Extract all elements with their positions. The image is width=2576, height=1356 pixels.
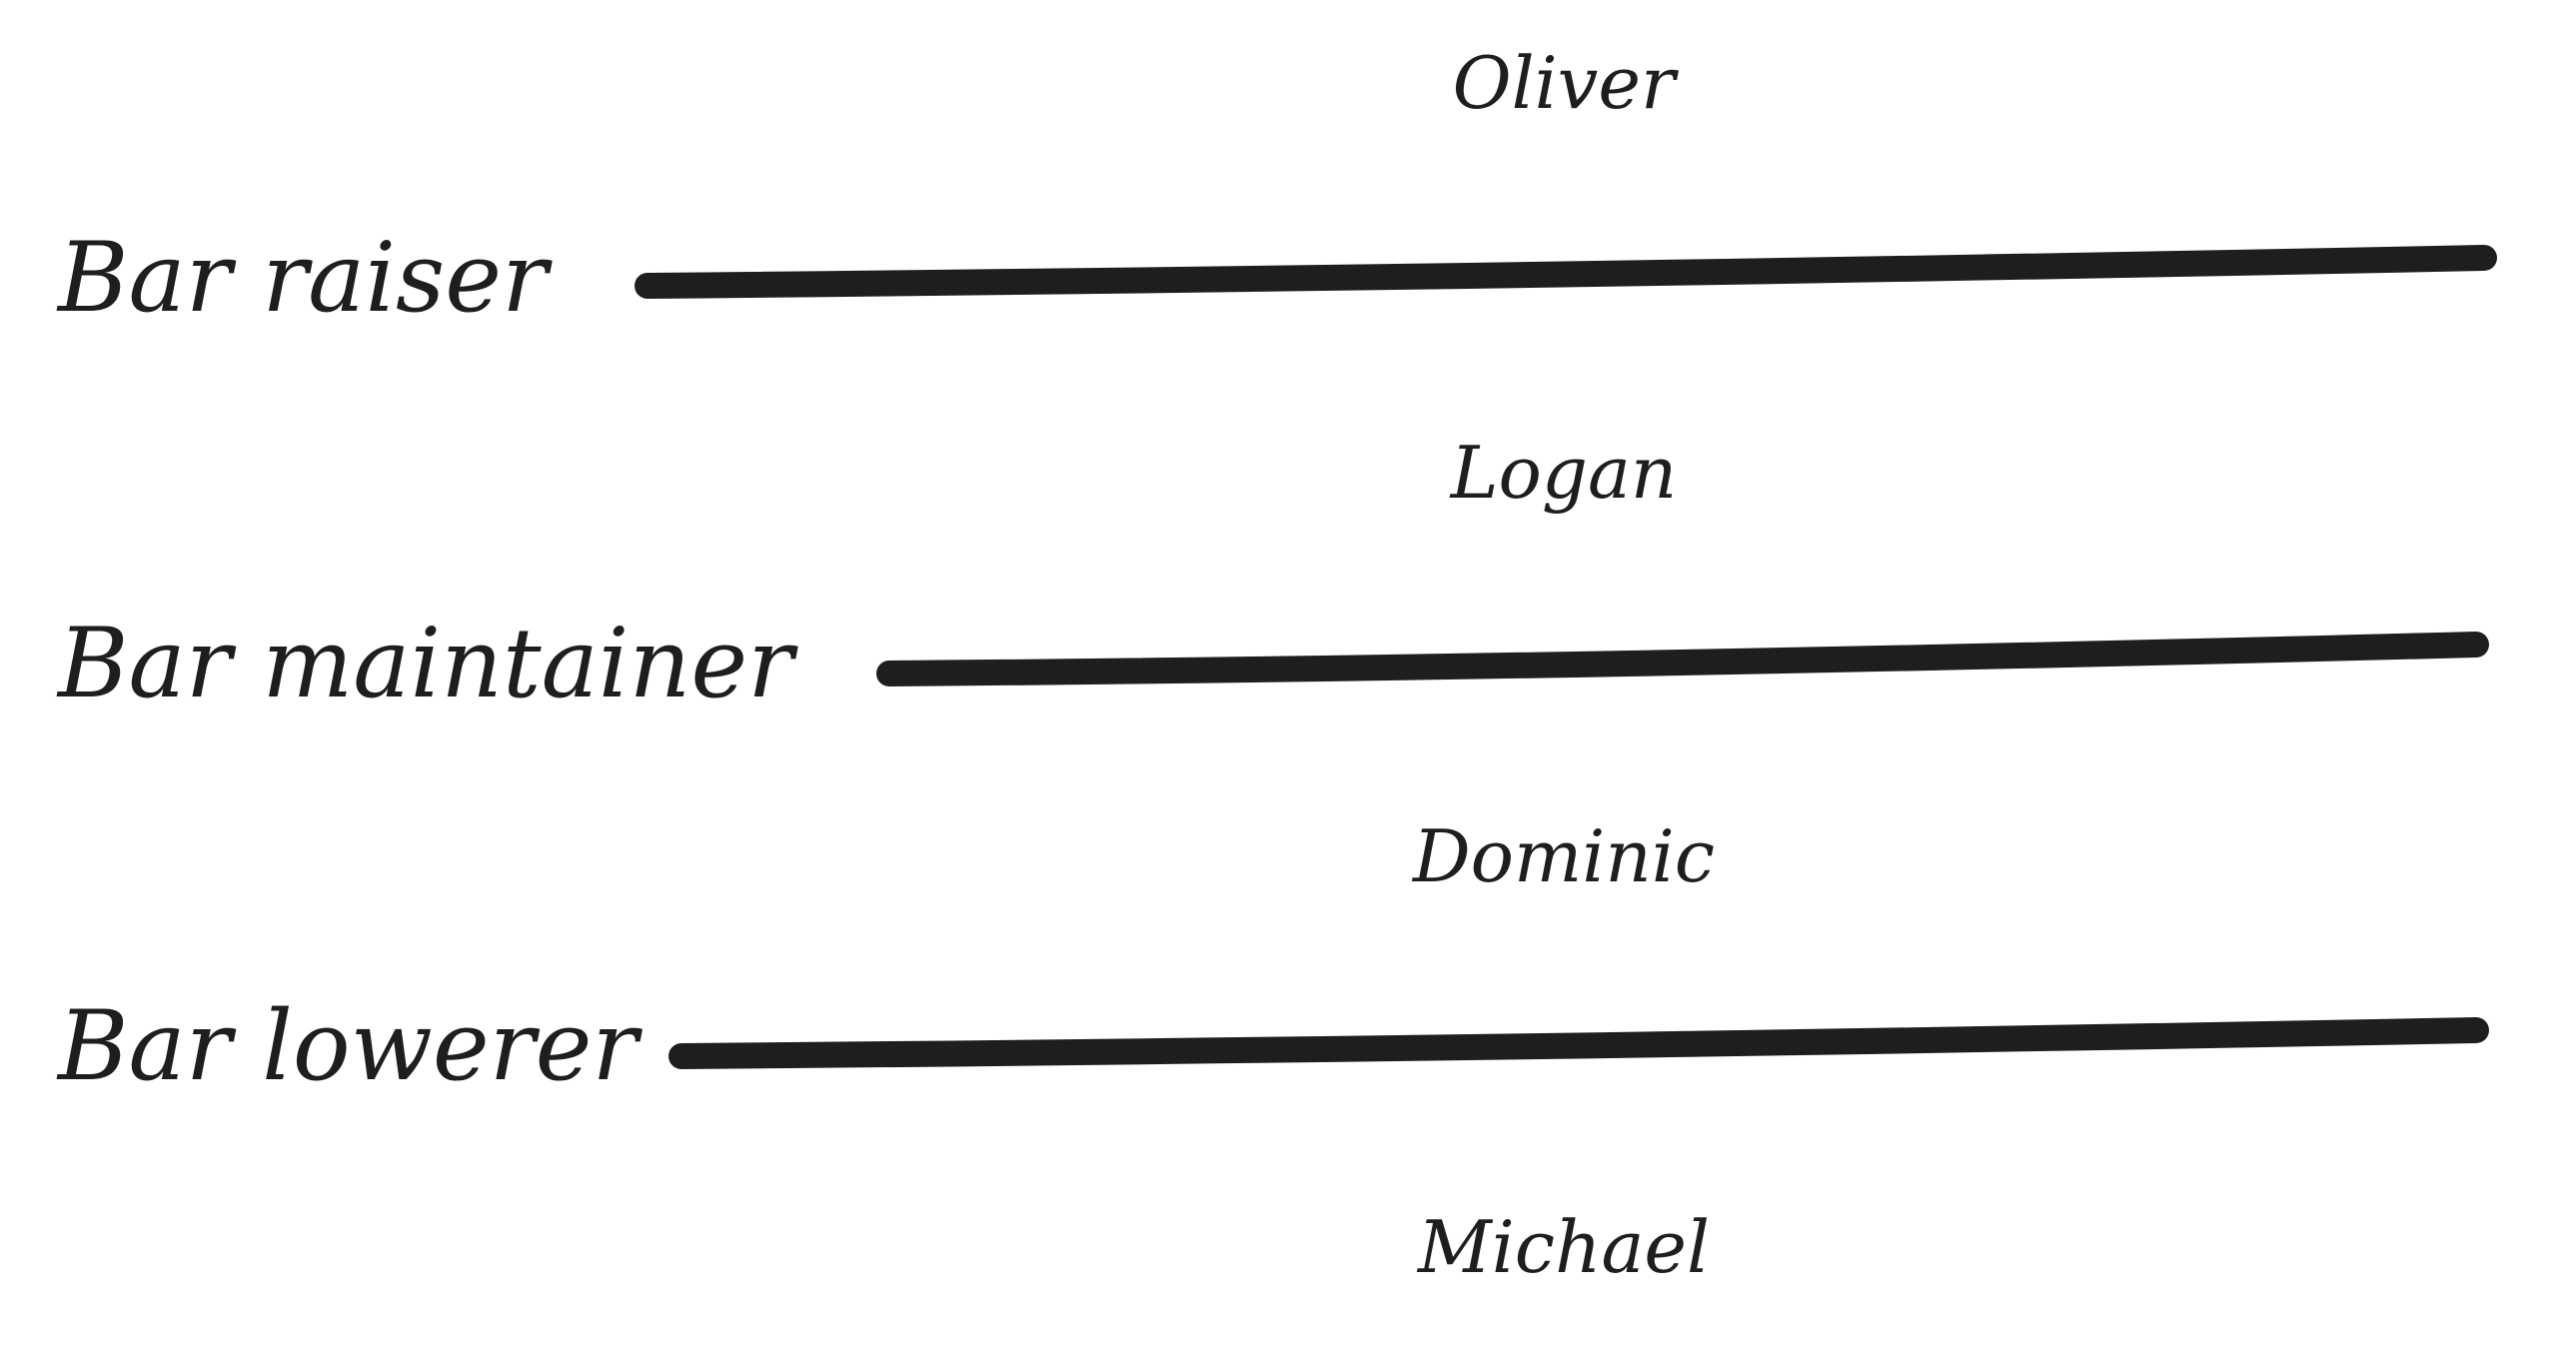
level-label-bar-raiser: Bar raiser bbox=[58, 222, 548, 334]
bar-raiser-line bbox=[635, 245, 2497, 299]
level-label-bar-maintainer: Bar maintainer bbox=[58, 608, 794, 719]
level-label-bar-lowerer: Bar lowerer bbox=[58, 990, 639, 1102]
name-logan: Logan bbox=[1450, 431, 1678, 515]
name-oliver: Oliver bbox=[1452, 41, 1676, 125]
name-michael: Michael bbox=[1417, 1205, 1711, 1289]
bar-maintainer-line bbox=[876, 632, 2489, 686]
name-dominic: Dominic bbox=[1412, 814, 1716, 898]
bar-lowerer-line bbox=[668, 1017, 2489, 1069]
